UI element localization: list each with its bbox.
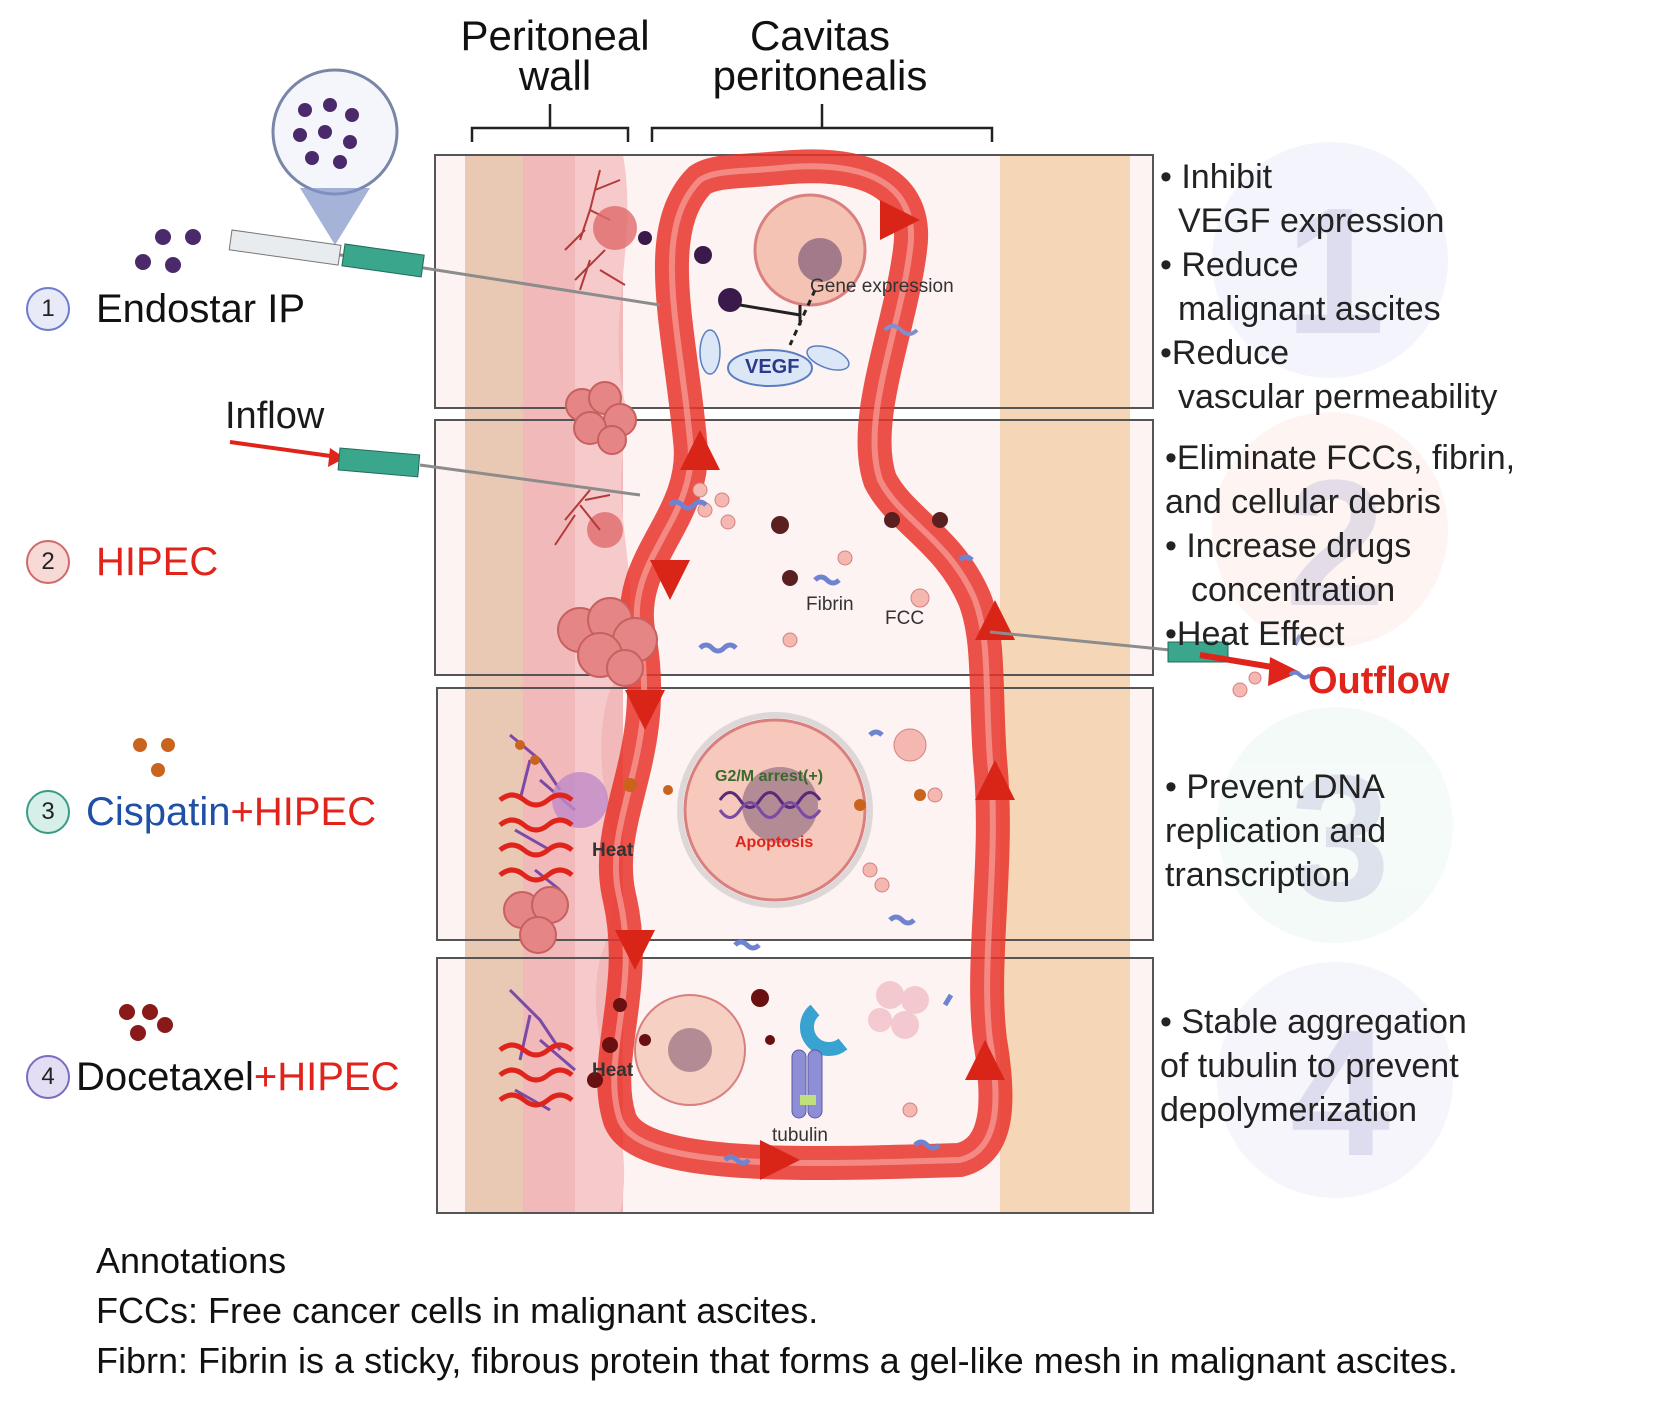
effect-1-line-5: •Reduce [1160, 334, 1290, 372]
tubulin-label: tubulin [772, 1125, 828, 1146]
effect-3-line-1: • Prevent DNA [1165, 768, 1385, 806]
effect-1-line-4: malignant ascites [1178, 290, 1441, 328]
effect-4-line-1: • Stable aggregation [1160, 1003, 1467, 1041]
gene-expression-label: Gene expression [810, 276, 954, 297]
panel1-content [135, 68, 919, 387]
right-wall-band [1000, 155, 1130, 1213]
step-4-number: 4 [26, 1055, 70, 1099]
annotations-block: Annotations FCCs: Free cancer cells in m… [96, 1236, 1458, 1386]
apoptosis-label: Apoptosis [735, 834, 814, 851]
effects-panel-4: • Stable aggregation of tubulin to preve… [1160, 1000, 1467, 1132]
panel3-content [133, 712, 943, 954]
effect-2-line-1: •Eliminate FCCs, fibrin, [1165, 439, 1516, 477]
effect-2-line-4: concentration [1191, 571, 1396, 609]
effect-2-line-2: and cellular debris [1165, 483, 1441, 521]
step-3-drug: Cispatin [86, 790, 231, 834]
step-2-label: HIPEC [96, 540, 219, 584]
step-1-number: 1 [26, 287, 70, 331]
panel2-content [229, 381, 1312, 698]
panel4-content [119, 981, 954, 1166]
effect-3-line-2: replication and [1165, 812, 1387, 850]
effects-panel-1: • Inhibit VEGF expression • Reduce malig… [1160, 155, 1497, 419]
step-4-hipec: +HIPEC [253, 1055, 400, 1099]
effects-panel-3: • Prevent DNA replication and transcript… [1165, 765, 1386, 897]
effect-3-line-3: transcription [1165, 856, 1351, 894]
step-1-label: Endostar IP [96, 287, 306, 331]
step-3-hipec: +HIPEC [230, 790, 377, 834]
step-2-number: 2 [26, 540, 70, 584]
effect-4-line-3: depolymerization [1160, 1091, 1418, 1129]
g2m-label: G2/M arrest(+) [715, 768, 824, 785]
header-brackets [470, 104, 994, 142]
peritoneal-wall-header: Peritoneal wall [460, 12, 650, 99]
ghost-number-2: 2 [1285, 443, 1386, 644]
step-4-label: Docetaxel+HIPEC [76, 1055, 399, 1099]
ghost-number-4: 4 [1290, 993, 1391, 1194]
fibrin-label: Fibrin [806, 594, 854, 615]
annotation-fccs: FCCs: Free cancer cells in malignant asc… [96, 1290, 819, 1331]
heat-label-2: Heat [592, 1060, 634, 1081]
ghost-circles [1212, 142, 1453, 1198]
cavitas-header: Cavitas peritonealis [712, 12, 928, 99]
annotation-fibrin: Fibrn: Fibrin is a sticky, fibrous prote… [96, 1340, 1458, 1381]
heat-label-1: Heat [592, 840, 634, 861]
outflow-label: Outflow [1308, 660, 1450, 702]
effect-4-line-2: of tubulin to prevent [1160, 1047, 1459, 1085]
annotations-title: Annotations [96, 1240, 287, 1281]
effects-panel-2: •Eliminate FCCs, fibrin, and cellular de… [1165, 436, 1515, 656]
effect-1-line-2: VEGF expression [1178, 202, 1445, 240]
ghost-number-3: 3 [1290, 738, 1391, 939]
ghost-number-1: 1 [1285, 171, 1386, 372]
step-3-label: Cispatin+HIPEC [86, 790, 376, 834]
effect-2-line-3: • Increase drugs [1165, 527, 1412, 565]
effect-1-line-6: vascular permeability [1178, 378, 1498, 416]
step-3-number: 3 [26, 790, 70, 834]
effect-2-line-5: •Heat Effect [1165, 615, 1345, 653]
inflow-label: Inflow [225, 395, 325, 437]
vegf-label: VEGF [745, 356, 800, 378]
effect-1-line-1: • Inhibit [1160, 158, 1273, 196]
step-4-drug: Docetaxel [76, 1055, 254, 1099]
effect-1-line-3: • Reduce [1160, 246, 1299, 284]
fcc-label: FCC [885, 608, 925, 629]
